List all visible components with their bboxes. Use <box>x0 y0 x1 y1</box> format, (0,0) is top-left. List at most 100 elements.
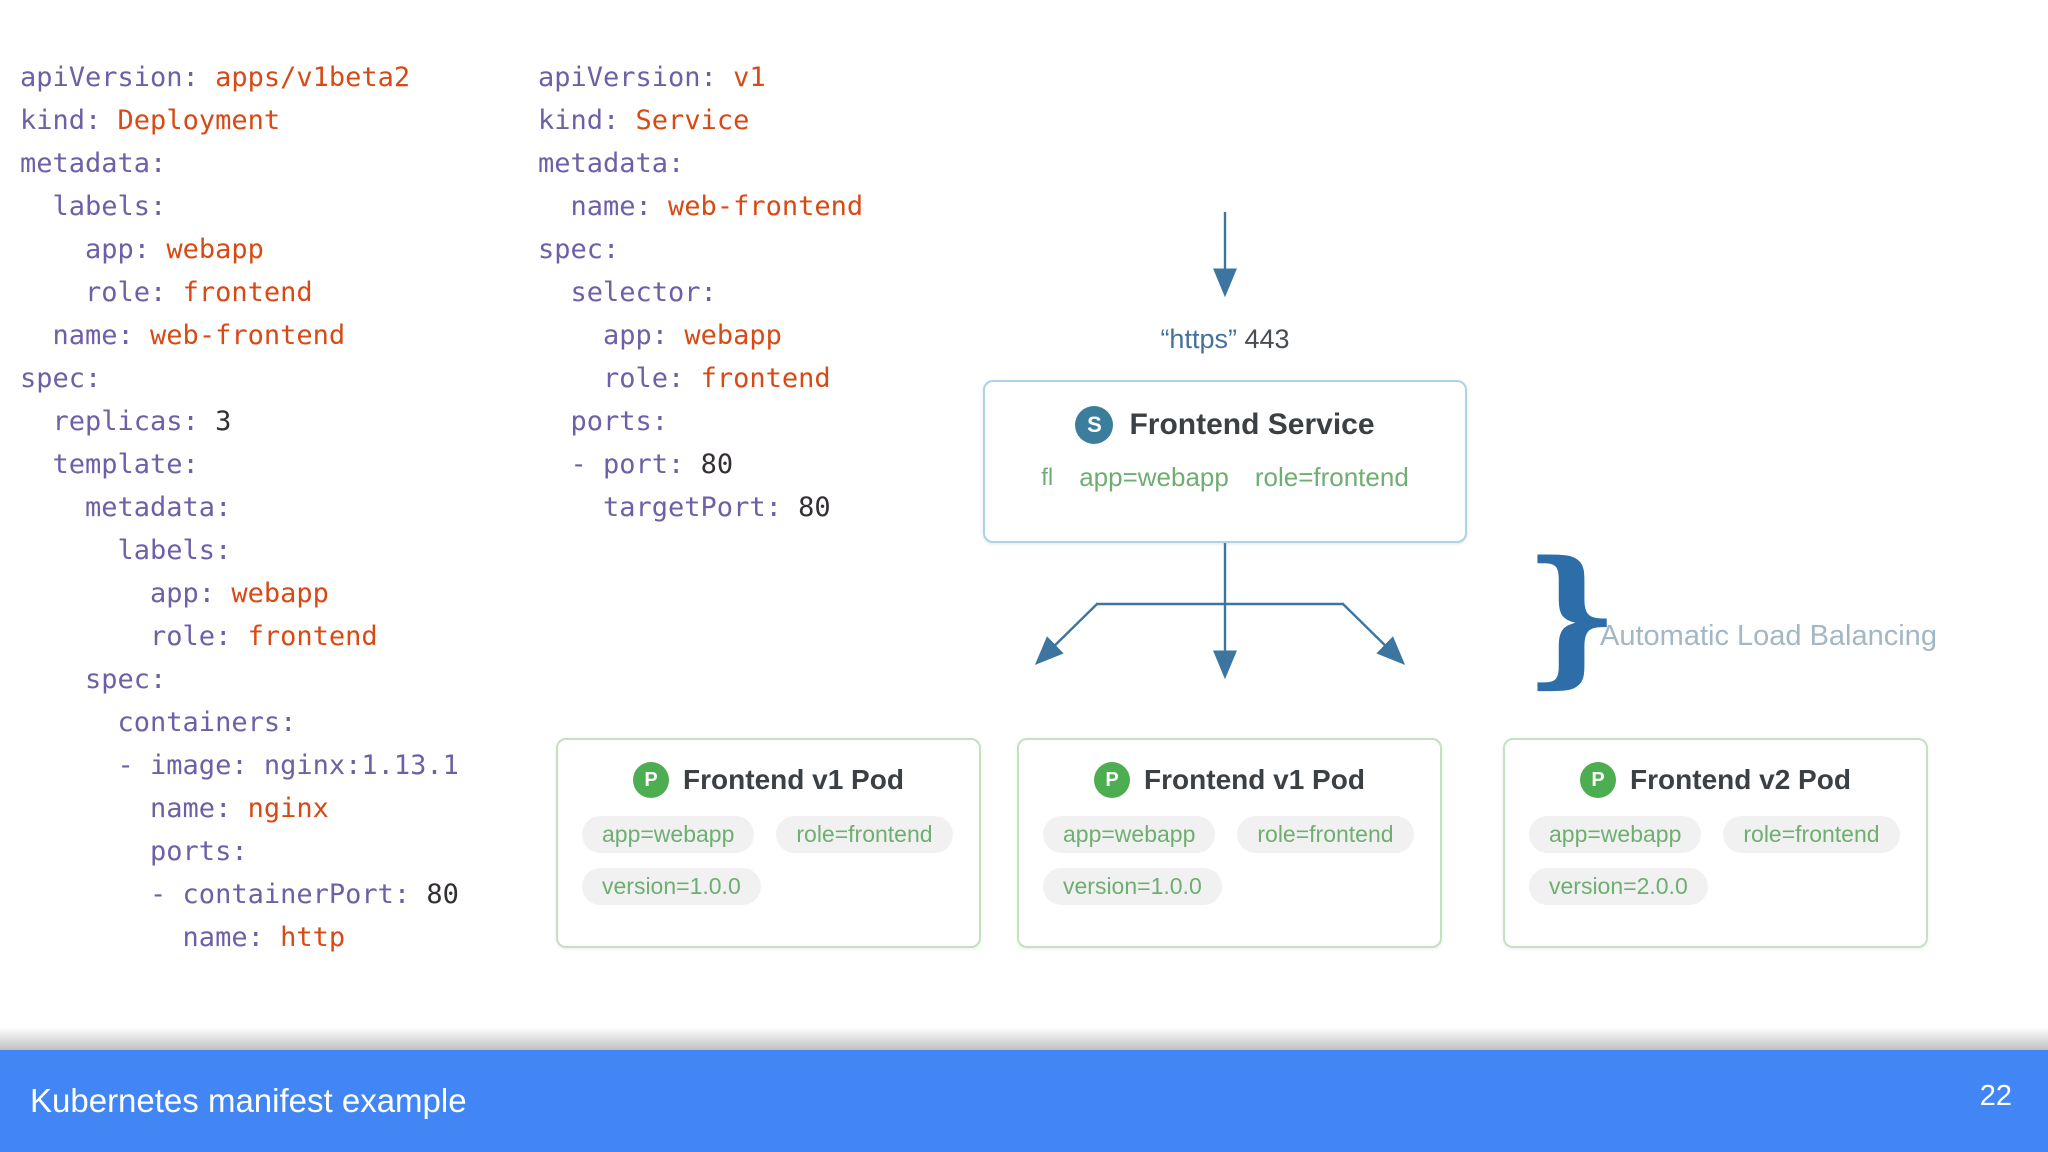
code-line: metadata: <box>20 486 459 529</box>
code-segment: app: <box>20 234 167 265</box>
service-title: Frontend Service <box>1129 408 1375 441</box>
code-line: apiVersion: apps/v1beta2 <box>20 56 459 99</box>
code-segment: spec: <box>20 664 167 695</box>
footer-shadow-strip <box>0 1028 2048 1050</box>
page-number: 22 <box>1979 1080 2012 1112</box>
code-line: ports: <box>538 400 863 443</box>
code-segment: Deployment <box>117 105 281 136</box>
code-segment: app: <box>20 578 232 609</box>
code-line: ports: <box>20 830 459 873</box>
code-segment: name: <box>20 793 248 824</box>
code-line: app: webapp <box>538 314 863 357</box>
code-line: containers: <box>20 701 459 744</box>
code-line: selector: <box>538 271 863 314</box>
code-line: name: nginx <box>20 787 459 830</box>
ingress-protocol: “https” <box>1160 324 1237 354</box>
code-segment: metadata: <box>20 148 167 179</box>
curly-brace-icon: } <box>1524 528 1620 702</box>
code-line: name: web-frontend <box>20 314 459 357</box>
code-segment: metadata: <box>20 492 232 523</box>
code-segment: kind: <box>538 105 636 136</box>
code-line: labels: <box>20 529 459 572</box>
code-segment: - containerPort: <box>20 879 427 910</box>
service-selector-labels: fl app=webapp role=frontend <box>985 462 1465 493</box>
code-segment: app: <box>538 320 685 351</box>
code-line: kind: Deployment <box>20 99 459 142</box>
pod-title-row: P Frontend v1 Pod <box>558 762 979 798</box>
code-segment: role: <box>20 621 248 652</box>
code-segment: labels: <box>20 191 167 222</box>
code-line: name: http <box>20 916 459 959</box>
code-segment: name: <box>538 191 669 222</box>
code-segment: - port: <box>538 449 701 480</box>
code-segment: name: <box>20 922 281 953</box>
code-line: name: web-frontend <box>538 185 864 228</box>
code-segment: ports: <box>20 836 248 867</box>
service-icon: S <box>1075 406 1114 444</box>
pod-label-badge: role=frontend <box>1237 816 1414 853</box>
pod-label-badge: version=1.0.0 <box>1043 868 1222 905</box>
code-segment: ports: <box>538 406 669 437</box>
code-segment: targetPort: <box>538 492 799 523</box>
code-segment: spec: <box>20 363 102 394</box>
code-segment: frontend <box>182 277 313 308</box>
code-segment: apiVersion: <box>538 62 734 93</box>
footer-bar: Kubernetes manifest example 22 <box>0 1050 2048 1152</box>
code-line: kind: Service <box>538 99 863 142</box>
pod-icon: P <box>1094 762 1131 798</box>
slide-title: Kubernetes manifest example <box>30 1082 467 1119</box>
code-segment: frontend <box>247 621 378 652</box>
code-segment: 3 <box>215 406 232 437</box>
code-line: labels: <box>20 185 459 228</box>
code-segment: name: <box>20 320 151 351</box>
code-segment: 80 <box>798 492 831 523</box>
service-selector-label: app=webapp <box>1079 462 1229 492</box>
ingress-traffic-label: “https” 443 <box>1160 324 1289 355</box>
code-line: spec: <box>20 658 459 701</box>
code-segment: role: <box>20 277 183 308</box>
code-segment: metadata: <box>538 148 685 179</box>
code-segment: webapp <box>231 578 329 609</box>
code-line: role: frontend <box>538 357 863 400</box>
code-line: role: frontend <box>20 271 459 314</box>
code-line: - containerPort: 80 <box>20 873 459 916</box>
service-title-row: S Frontend Service <box>985 406 1465 444</box>
code-line: apiVersion: v1 <box>538 56 863 99</box>
code-segment: web-frontend <box>150 320 346 351</box>
pod-icon: P <box>633 762 670 798</box>
code-segment: webapp <box>684 320 782 351</box>
code-segment: replicas: <box>20 406 216 437</box>
pod-icon: P <box>1580 762 1617 798</box>
code-line: app: webapp <box>20 572 459 615</box>
code-line: app: webapp <box>20 228 459 271</box>
code-segment: apps/v1beta2 <box>215 62 411 93</box>
selector-icon: fl <box>1041 463 1054 491</box>
arrow-to-pod-3 <box>1342 603 1406 666</box>
frontend-service-node: S Frontend Service fl app=webapp role=fro… <box>983 380 1467 543</box>
code-segment: labels: <box>20 535 232 566</box>
code-segment: webapp <box>166 234 264 265</box>
code-line: - port: 80 <box>538 443 863 486</box>
ingress-port: 443 <box>1244 324 1290 354</box>
code-segment: - image: nginx:1.13.1 <box>20 750 459 781</box>
pod-label-badge: app=webapp <box>582 816 755 853</box>
code-segment: containers: <box>20 707 297 738</box>
pod-label-badge: app=webapp <box>1529 816 1702 853</box>
pod-label-badge: version=2.0.0 <box>1529 868 1708 905</box>
pod-title: Frontend v2 Pod <box>1630 764 1851 795</box>
code-segment: web-frontend <box>668 191 864 222</box>
code-segment: role: <box>538 363 701 394</box>
code-segment: spec: <box>538 234 620 265</box>
code-line: metadata: <box>538 142 863 185</box>
code-segment: frontend <box>700 363 831 394</box>
service-selector-label: role=frontend <box>1254 462 1409 492</box>
pod-title: Frontend v1 Pod <box>1144 764 1365 795</box>
code-line: targetPort: 80 <box>538 486 863 529</box>
pod-title: Frontend v1 Pod <box>683 764 904 795</box>
